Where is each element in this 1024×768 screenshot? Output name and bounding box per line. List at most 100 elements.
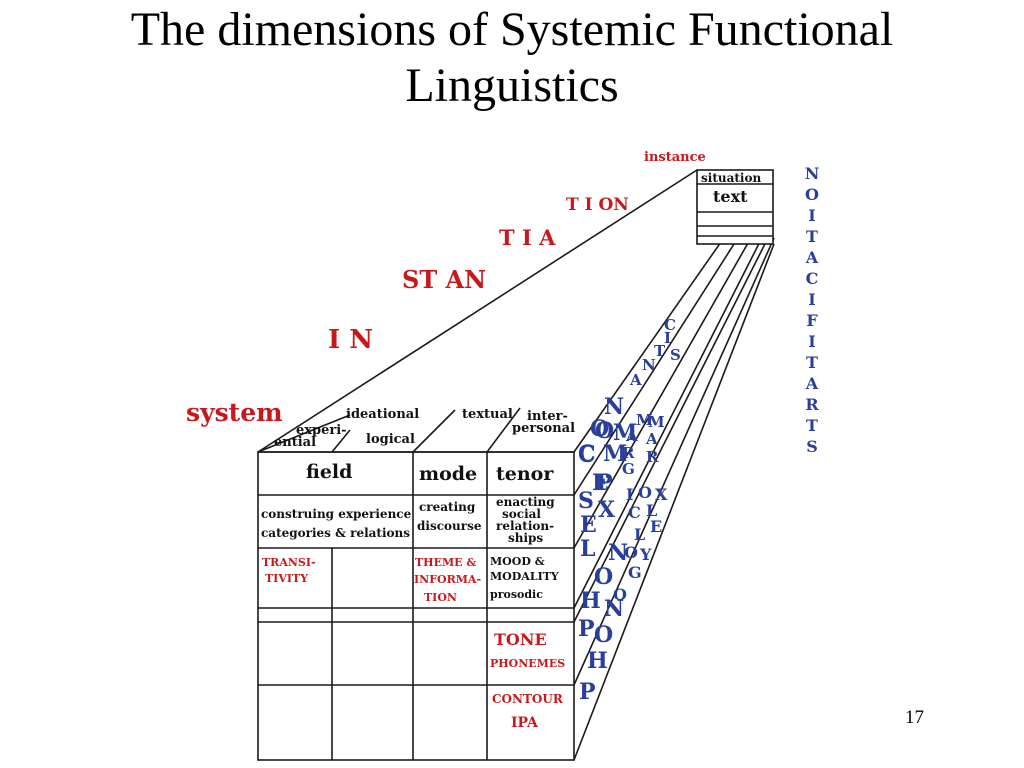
tenor-header: tenor xyxy=(496,463,554,485)
semantics-right-letters: A N T I C S xyxy=(629,316,681,389)
svg-text:G: G xyxy=(628,563,642,582)
system-label: system xyxy=(186,398,283,427)
svg-text:O: O xyxy=(594,622,613,648)
svg-text:E: E xyxy=(650,517,662,536)
svg-text:P: P xyxy=(596,470,613,496)
svg-text:O: O xyxy=(590,416,609,442)
svg-text:L: L xyxy=(634,525,645,544)
mood-1: MOOD & xyxy=(490,555,545,568)
ideational-label: ideational xyxy=(346,407,419,422)
title-line-2: Linguistics xyxy=(405,59,619,112)
contour-label: CONTOUR xyxy=(492,692,564,706)
field-header: field xyxy=(306,461,352,483)
perspective-lines xyxy=(573,171,775,761)
svg-text:O: O xyxy=(613,585,627,604)
transitivity-2: TIVITY xyxy=(265,572,308,585)
svg-text:A: A xyxy=(805,374,819,393)
ipa-label: IPA xyxy=(511,715,539,731)
svg-text:M: M xyxy=(613,420,637,446)
svg-text:N: N xyxy=(608,540,628,566)
tenor-desc-2: social xyxy=(502,507,541,521)
instance-label: instance xyxy=(644,150,706,165)
text-box xyxy=(696,169,774,245)
svg-text:M: M xyxy=(636,411,653,429)
title-line-1: The dimensions of Systemic Functional xyxy=(130,3,894,56)
logical-label: logical xyxy=(366,432,415,447)
tenor-desc-1: enacting xyxy=(496,495,555,509)
theme-3: TION xyxy=(424,591,457,604)
phonemes-label: PHONEMES xyxy=(490,657,565,670)
svg-text:Y: Y xyxy=(639,545,652,564)
svg-text:T: T xyxy=(806,227,818,246)
mood-2: MODALITY xyxy=(490,570,559,583)
svg-text:G: G xyxy=(622,460,635,478)
svg-text:O: O xyxy=(595,418,614,444)
svg-text:C: C xyxy=(628,503,641,522)
theme-2: INFORMA- xyxy=(414,573,481,586)
lexicogrammar-lower-letters: I C O L E X xyxy=(626,483,668,536)
instantiation-part-4: T I ON xyxy=(566,195,629,215)
metafunction-table xyxy=(257,451,575,761)
svg-text:T: T xyxy=(806,416,818,435)
semantics-letters: S E M xyxy=(578,420,637,538)
interpersonal-label-1: inter- xyxy=(527,409,568,424)
svg-text:C: C xyxy=(806,269,819,288)
mode-header: mode xyxy=(419,463,477,485)
svg-text:N: N xyxy=(805,164,820,183)
svg-text:C: C xyxy=(578,442,596,468)
experiential-label-1: experi- xyxy=(296,423,347,438)
svg-text:A: A xyxy=(625,427,638,445)
stratification-label: S T R A T I F I C A T I O N xyxy=(805,164,820,456)
svg-text:X: X xyxy=(598,497,616,523)
field-desc-1: construing experience xyxy=(261,507,412,521)
svg-text:O: O xyxy=(594,564,613,590)
svg-text:O: O xyxy=(638,483,652,502)
svg-text:H: H xyxy=(587,648,608,674)
svg-text:E: E xyxy=(580,512,597,538)
svg-text:N: N xyxy=(604,394,624,420)
page-number: 17 xyxy=(905,707,924,728)
svg-text:N: N xyxy=(642,356,656,374)
svg-text:R: R xyxy=(805,395,819,414)
lexicogrammar-letters: G R A M M A R xyxy=(622,411,665,478)
instantiation-line xyxy=(257,169,698,453)
text-label: text xyxy=(713,187,748,206)
experiential-label-2: ential xyxy=(274,435,316,450)
svg-text:A: A xyxy=(805,248,819,267)
svg-text:S: S xyxy=(670,346,681,364)
svg-text:C: C xyxy=(664,316,676,334)
svg-text:N: N xyxy=(604,596,624,622)
svg-text:C: C xyxy=(578,441,596,467)
svg-text:P: P xyxy=(579,679,596,705)
svg-text:X: X xyxy=(655,485,668,504)
theme-1: THEME & xyxy=(415,556,476,569)
tone-label: TONE xyxy=(494,630,547,649)
field-desc-2: categories & relations xyxy=(261,526,410,540)
instantiation-part-1: I N xyxy=(328,325,373,355)
svg-text:S: S xyxy=(806,437,818,456)
svg-text:I: I xyxy=(808,206,815,225)
svg-text:L: L xyxy=(646,501,657,520)
svg-text:L: L xyxy=(580,536,595,562)
svg-text:R: R xyxy=(622,444,635,462)
svg-text:I: I xyxy=(664,329,671,347)
transitivity-1: TRANSI- xyxy=(262,556,316,569)
mode-desc-1: creating xyxy=(419,500,476,514)
svg-text:R: R xyxy=(646,448,659,466)
mode-desc-2: discourse xyxy=(417,519,482,533)
phonology-letters: P H O N P H O N xyxy=(578,540,628,705)
svg-text:P: P xyxy=(578,616,595,642)
svg-text:I: I xyxy=(808,290,815,309)
complexity-letters: C O M P L E X xyxy=(578,418,627,562)
instantiation-part-2: ST AN xyxy=(402,265,486,294)
svg-text:H: H xyxy=(580,588,601,614)
svg-text:A: A xyxy=(629,371,642,389)
interpersonal-label-2: personal xyxy=(512,421,575,436)
svg-text:I: I xyxy=(626,485,633,504)
textual-label: textual xyxy=(462,407,513,422)
tenor-desc-3: relation- xyxy=(496,519,554,533)
svg-text:O: O xyxy=(805,185,819,204)
svg-text:F: F xyxy=(806,311,818,330)
svg-text:O: O xyxy=(624,543,638,562)
